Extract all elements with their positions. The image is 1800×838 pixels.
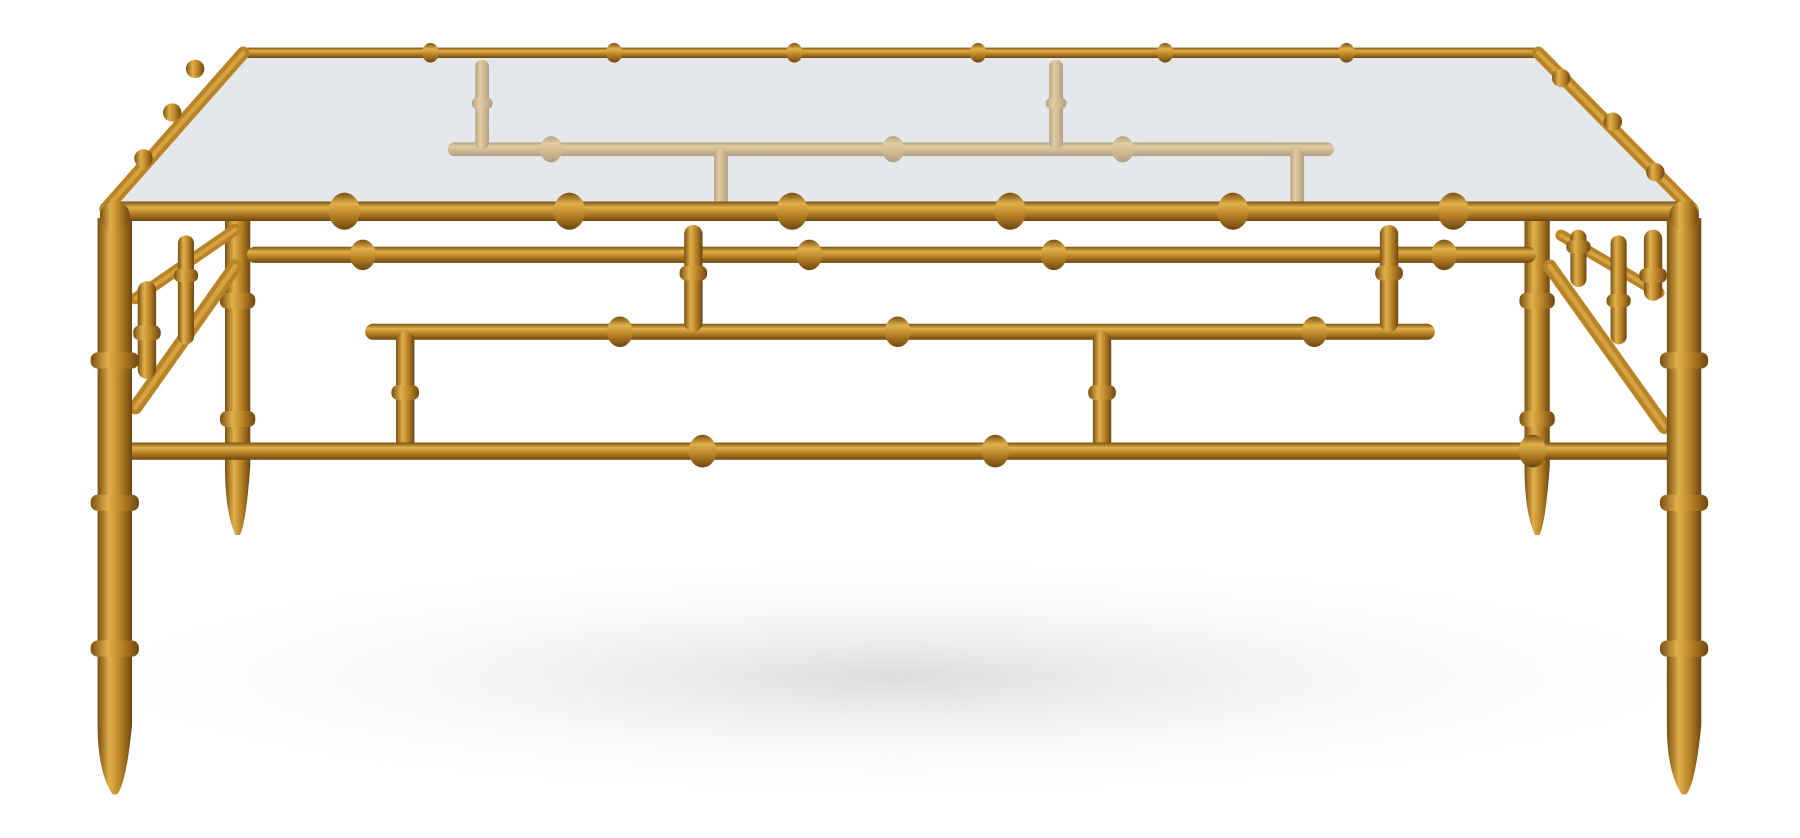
bamboo-knot bbox=[1552, 68, 1571, 88]
bamboo-knot bbox=[679, 265, 708, 281]
bamboo-knot bbox=[1156, 42, 1174, 63]
bamboo-knot bbox=[185, 59, 205, 79]
glass-reflection bbox=[447, 59, 1334, 209]
brass-bamboo-frame bbox=[90, 42, 1709, 795]
corner-joint bbox=[1669, 200, 1699, 231]
bamboo-knot bbox=[1519, 410, 1555, 428]
bamboo-knot bbox=[1659, 352, 1709, 369]
vertical-rod bbox=[1610, 235, 1627, 345]
bamboo-knot bbox=[1045, 97, 1067, 109]
bamboo-knot bbox=[1301, 316, 1328, 348]
bamboo-knot bbox=[90, 494, 139, 511]
bamboo-knot bbox=[994, 192, 1026, 230]
bamboo-knot bbox=[1519, 292, 1555, 309]
bamboo-knot bbox=[786, 42, 803, 63]
bamboo-knot bbox=[688, 434, 717, 468]
diagonal-rod-highlight bbox=[1547, 263, 1667, 430]
vertical-rod bbox=[1290, 149, 1305, 209]
bamboo-knot bbox=[1431, 239, 1457, 271]
vertical-rod bbox=[1570, 229, 1587, 287]
bamboo-knot bbox=[796, 239, 823, 271]
bamboo-knot bbox=[1646, 163, 1665, 182]
bamboo-knot bbox=[981, 434, 1010, 468]
bamboo-knot bbox=[1606, 294, 1631, 308]
bamboo-knot bbox=[219, 292, 256, 309]
bamboo-knot bbox=[173, 269, 199, 282]
corner-joint bbox=[99, 200, 130, 231]
bamboo-knot bbox=[1111, 136, 1134, 163]
bamboo-knot bbox=[328, 192, 360, 230]
bamboo-knot bbox=[1639, 268, 1667, 283]
bamboo-knot bbox=[134, 149, 153, 168]
bamboo-knot bbox=[1566, 240, 1591, 254]
bamboo-knot bbox=[776, 192, 808, 230]
bamboo-knot bbox=[1088, 385, 1116, 400]
horizontal-rod bbox=[243, 47, 1539, 58]
bamboo-knot bbox=[133, 325, 161, 341]
vertical-rod bbox=[177, 235, 195, 345]
bamboo-knot bbox=[1338, 42, 1355, 63]
bamboo-knot bbox=[349, 239, 376, 271]
horizontal-rod bbox=[101, 201, 1699, 221]
bamboo-knot bbox=[1659, 494, 1709, 511]
bamboo-knot bbox=[1437, 192, 1469, 230]
bamboo-knot bbox=[540, 136, 563, 163]
bamboo-knot bbox=[422, 42, 439, 63]
bamboo-knot bbox=[219, 410, 256, 428]
bamboo-knot bbox=[1659, 640, 1709, 657]
floor-shadow bbox=[22, 551, 1768, 804]
bamboo-knot bbox=[1375, 265, 1403, 281]
bamboo-knot bbox=[1518, 434, 1547, 468]
bamboo-knot bbox=[471, 97, 493, 109]
bamboo-knot bbox=[1040, 239, 1067, 271]
bamboo-knot bbox=[163, 103, 182, 122]
bamboo-knot bbox=[1217, 192, 1249, 230]
bamboo-knot bbox=[90, 640, 139, 657]
bamboo-knot bbox=[882, 136, 905, 163]
bamboo-knot bbox=[1603, 112, 1623, 131]
bamboo-knot bbox=[605, 42, 623, 63]
horizontal-rod bbox=[246, 246, 1536, 263]
bamboo-knot bbox=[391, 385, 420, 400]
horizontal-rod bbox=[123, 442, 1679, 460]
glass-top bbox=[105, 53, 1688, 207]
bamboo-knot bbox=[90, 352, 139, 369]
vertical-rod bbox=[1643, 229, 1663, 301]
bamboo-knot bbox=[607, 316, 633, 348]
bamboo-knot bbox=[884, 316, 911, 348]
bamboo-knot bbox=[969, 42, 987, 63]
diagonal-rod-highlight bbox=[103, 50, 246, 212]
vertical-rod bbox=[714, 149, 728, 209]
bamboo-knot bbox=[553, 192, 585, 230]
